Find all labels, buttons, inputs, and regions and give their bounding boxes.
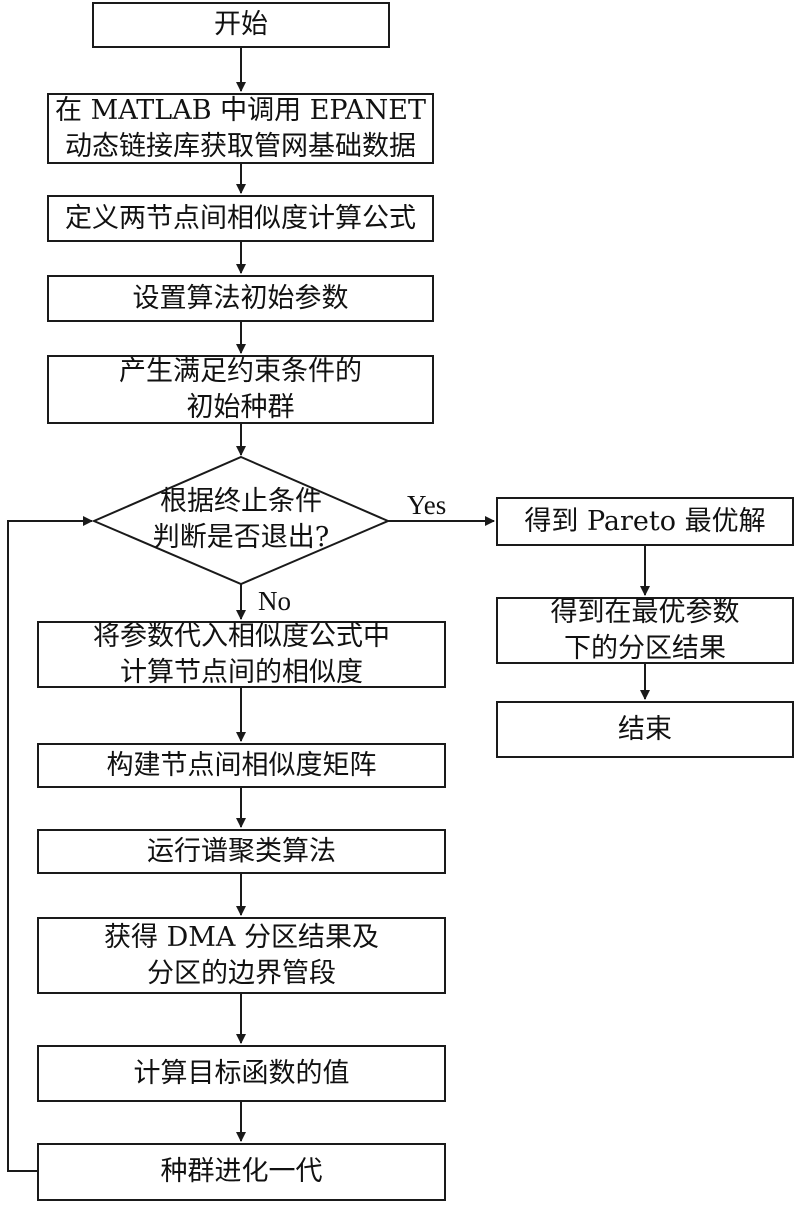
init-population-line-2: 初始种群 bbox=[186, 391, 295, 423]
compute-similarity-line-2: 计算节点间的相似度 bbox=[120, 656, 363, 688]
optimal-partition-box: 得到在最优参数 下的分区结果 bbox=[496, 597, 794, 664]
init-params-box: 设置算法初始参数 bbox=[47, 275, 434, 322]
objective-box: 计算目标函数的值 bbox=[37, 1045, 446, 1102]
evolve-label: 种群进化一代 bbox=[160, 1156, 323, 1187]
optimal-partition-line-2: 下的分区结果 bbox=[564, 632, 726, 664]
init-params-label: 设置算法初始参数 bbox=[132, 282, 349, 314]
spectral-clustering-box: 运行谱聚类算法 bbox=[37, 829, 446, 874]
load-data-line-2: 动态链接库获取管网基础数据 bbox=[65, 130, 416, 162]
arrow-loop-back bbox=[7, 516, 93, 1172]
optimal-partition-line-1: 得到在最优参数 bbox=[550, 596, 740, 628]
init-population-line-1: 产生满足约束条件的 bbox=[119, 355, 362, 387]
spectral-clustering-label: 运行谱聚类算法 bbox=[147, 835, 336, 867]
compute-similarity-line-1: 将参数代入相似度公式中 bbox=[93, 620, 390, 652]
load-data-box: 在 MATLAB 中调用 EPANET 动态链接库获取管网基础数据 bbox=[47, 93, 434, 164]
no-label: No bbox=[258, 586, 291, 616]
end-box: 结束 bbox=[496, 701, 794, 758]
decision-line-1: 根据终止条件 bbox=[160, 486, 322, 517]
dma-result-line-2: 分区的边界管段 bbox=[147, 957, 336, 989]
define-formula-label: 定义两节点间相似度计算公式 bbox=[65, 202, 416, 234]
start-box: 开始 bbox=[92, 2, 390, 48]
load-data-line-1: 在 MATLAB 中调用 EPANET bbox=[55, 94, 426, 126]
pareto-box: 得到 Pareto 最优解 bbox=[496, 497, 794, 546]
build-matrix-label: 构建节点间相似度矩阵 bbox=[106, 749, 377, 781]
compute-similarity-box: 将参数代入相似度公式中 计算节点间的相似度 bbox=[37, 621, 446, 688]
build-matrix-box: 构建节点间相似度矩阵 bbox=[37, 743, 446, 788]
objective-label: 计算目标函数的值 bbox=[133, 1057, 350, 1089]
decision-text: 根据终止条件 判断是否退出? bbox=[95, 484, 387, 556]
evolve-box: 种群进化一代 bbox=[37, 1143, 446, 1201]
decision-line-2: 判断是否退出? bbox=[152, 522, 330, 553]
yes-label: Yes bbox=[407, 490, 447, 520]
pareto-label: 得到 Pareto 最优解 bbox=[524, 505, 766, 537]
define-formula-box: 定义两节点间相似度计算公式 bbox=[47, 195, 434, 242]
start-label: 开始 bbox=[214, 9, 268, 40]
dma-result-box: 获得 DMA 分区结果及 分区的边界管段 bbox=[37, 917, 446, 994]
dma-result-line-1: 获得 DMA 分区结果及 bbox=[104, 921, 379, 953]
init-population-box: 产生满足约束条件的 初始种群 bbox=[47, 355, 434, 424]
end-label: 结束 bbox=[618, 713, 672, 745]
